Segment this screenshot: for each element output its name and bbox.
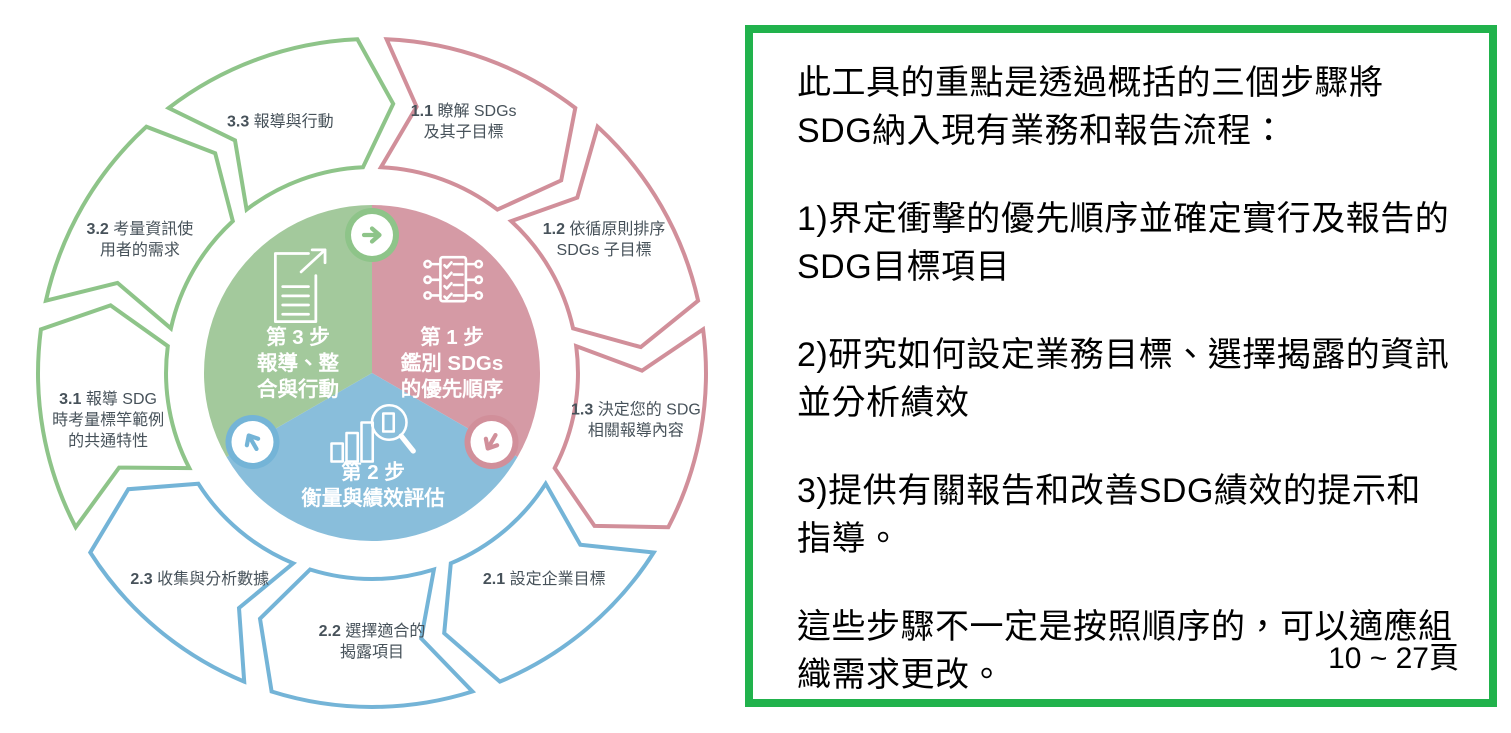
ring-segment-label-2.3: 2.3 收集與分析數據 (130, 570, 269, 588)
ring-segment-1.3 (552, 325, 708, 530)
ring-segment-3.1 (36, 303, 193, 531)
info-panel: 此工具的重點是透過概括的三個步驟將SDG納入現有業務和報告流程： 1)界定衝擊的… (745, 25, 1497, 707)
arrow-step1-to-step2-icon (483, 432, 500, 451)
panel-paragraph-intro: 此工具的重點是透過概括的三個步驟將SDG納入現有業務和報告流程： (797, 64, 1384, 150)
center-sector-title-step-2: 第 2 步衡量與績效評估 (301, 460, 445, 510)
ring-segment-label-3.2: 3.2 考量資訊使用者的需求 (87, 220, 194, 259)
center-sector-step-1 (372, 205, 541, 457)
page-reference: 10 ~ 27頁 (1328, 642, 1459, 675)
ring-segment-label-3.3: 3.3 報導與行動 (227, 112, 334, 131)
ring-segment-3.3 (164, 37, 396, 214)
panel-paragraph-step2: 2)研究如何設定業務目標、選擇揭露的資訊並分析績效 (797, 336, 1450, 422)
arrow-step3-to-step1-icon (361, 226, 382, 244)
ring-segment-1.1 (377, 37, 578, 212)
ring-segment-1.2 (507, 123, 701, 350)
panel-text: 此工具的重點是透過概括的三個步驟將SDG納入現有業務和報告流程： 1)界定衝擊的… (753, 33, 1489, 699)
arrow-step2-to-step3-icon (244, 433, 261, 452)
ring-segment-2.2 (257, 566, 477, 709)
ring-segment-3.2 (43, 124, 236, 333)
chart-magnifier-icon (330, 403, 416, 463)
panel-paragraph-step1: 1)界定衝擊的優先順序並確定實行及報告的SDG目標項目 (797, 200, 1450, 286)
ring-segment-label-2.1: 2.1 設定企業目標 (483, 570, 606, 588)
panel-paragraph-note: 這些步驟不一定是按照順序的，可以適應組織需求更改。 (797, 608, 1453, 694)
ring-segment-2.3 (87, 481, 298, 685)
document-export-icon (273, 248, 327, 323)
ring-segment-label-2.2: 2.2 選擇適合的揭露項目 (319, 622, 426, 661)
center-sector-title-step-3: 第 3 步報導、整合與行動 (257, 325, 339, 401)
panel-paragraph-step3: 3)提供有關報告和改善SDG績效的提示和指導。 (797, 472, 1421, 558)
checklist-icon (423, 255, 484, 303)
center-sector-step-3 (203, 204, 372, 457)
ring-segment-2.1 (442, 479, 658, 684)
